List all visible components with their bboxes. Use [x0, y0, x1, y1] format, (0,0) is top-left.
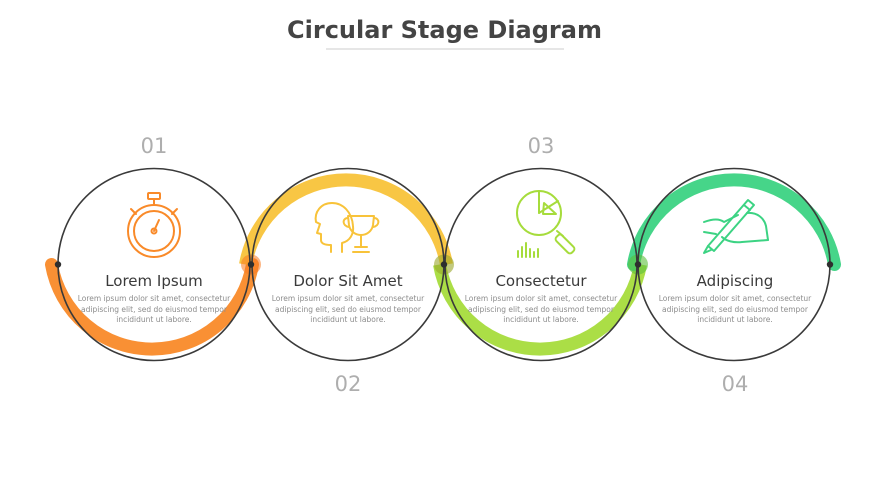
- stage-title: Adipiscing: [696, 272, 774, 290]
- stage-2-arc: [239, 173, 453, 266]
- stage-title: Dolor Sit Amet: [293, 272, 403, 290]
- stage-title: Consectetur: [495, 272, 587, 290]
- stage-number: 01: [140, 134, 168, 158]
- stage-4-arc: [627, 173, 841, 271]
- stage-description: Lorem ipsum dolor sit amet, consectetur …: [464, 294, 618, 324]
- stage-description: Lorem ipsum dolor sit amet, consectetur …: [271, 294, 425, 324]
- stage-3-arc: [433, 263, 647, 356]
- dot: [247, 261, 255, 268]
- stage-description: Lorem ipsum dolor sit amet, consectetur …: [77, 294, 231, 324]
- dot: [54, 261, 62, 268]
- dot: [826, 261, 834, 268]
- stage-title: Lorem Ipsum: [105, 272, 203, 290]
- stage-number: 02: [334, 372, 362, 396]
- page-title: Circular Stage Diagram: [287, 16, 602, 44]
- pie-chart-magnifier-icon: [516, 190, 576, 258]
- title-underline: [326, 48, 564, 50]
- dot: [634, 261, 642, 268]
- stage-number: 03: [527, 134, 555, 158]
- stopwatch-icon: [127, 192, 181, 258]
- stage-description: Lorem ipsum dolor sit amet, consectetur …: [658, 294, 812, 324]
- stage-number: 04: [721, 372, 749, 396]
- head-trophy-icon: [314, 202, 380, 253]
- dot: [440, 261, 448, 268]
- hand-writing-icon: [703, 199, 769, 254]
